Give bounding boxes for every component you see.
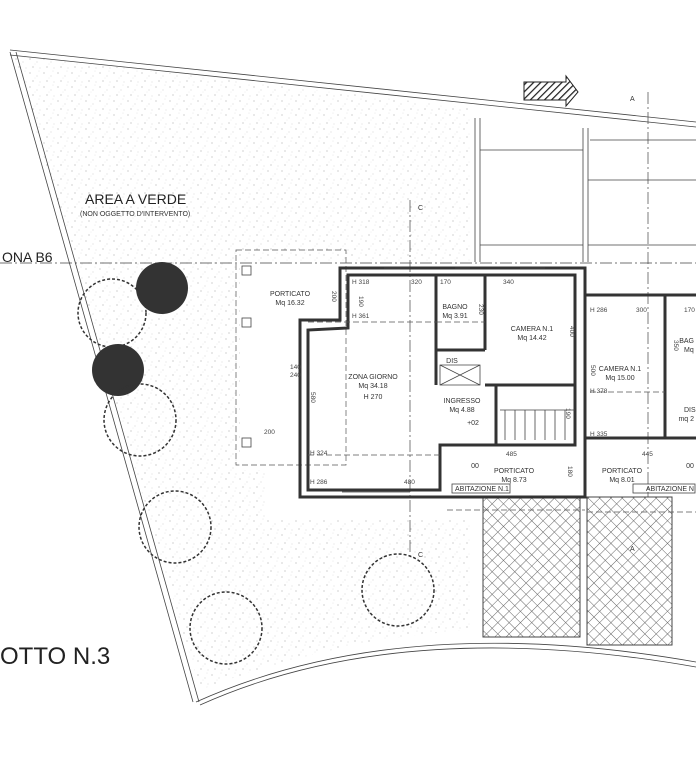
dimension-label: 190 — [357, 296, 364, 307]
room-area: Mq 8.73 — [501, 477, 526, 484]
stairs — [439, 364, 575, 440]
dimension-label: 580 — [309, 392, 316, 403]
dimension-label: 200 — [330, 291, 337, 302]
room-area: Mq 4.88 — [449, 407, 474, 414]
dimension-label: 320 — [411, 279, 422, 286]
pillar — [241, 317, 252, 328]
dimension-label: H 324 — [310, 450, 328, 457]
room-height: H 270 — [364, 394, 383, 401]
interior-walls — [434, 275, 696, 445]
room-name: CAMERA N.1 — [511, 326, 554, 333]
dimension-label: 340 — [503, 279, 514, 286]
section-c-top: C — [418, 205, 423, 212]
green-area — [14, 55, 470, 690]
area-title: AREA A VERDE — [85, 191, 186, 207]
dimensions: H 318 320 170 340 H 361 190 230 400 200 … — [264, 279, 695, 486]
room-area: Mq — [684, 347, 694, 354]
windows — [342, 267, 640, 493]
room-name: CAMERA N.1 — [599, 366, 642, 373]
unit-tag-frame — [451, 483, 511, 494]
dimension-label: 200 — [264, 429, 275, 436]
area-subtitle: (NON OGGETTO D'INTERVENTO) — [80, 211, 190, 218]
dimension-label: 140 — [290, 364, 301, 371]
pillar — [241, 437, 252, 448]
dimension-label: 350 — [672, 340, 679, 351]
paving-2 — [586, 496, 673, 646]
unit-label: ABITAZIONE N.1 — [455, 486, 509, 493]
section-c-bottom: C — [418, 552, 423, 559]
dimension-label: 300 — [636, 307, 647, 314]
trees — [77, 262, 435, 665]
dimension-label: 230 — [477, 304, 484, 315]
dimension-label: 180 — [566, 466, 573, 477]
room-name: PORTICATO — [602, 468, 643, 475]
section-a-top: A — [630, 96, 635, 103]
level-mark: 00 — [471, 463, 479, 470]
section-a-bottom: A — [630, 546, 635, 553]
dimension-label: H 318 — [352, 279, 370, 286]
room-area: Mq 16.32 — [275, 300, 304, 307]
room-area: Mq 8.01 — [609, 477, 634, 484]
room-area: Mq 15.00 — [605, 375, 634, 382]
room-name: DIS — [446, 358, 458, 365]
dimension-label: H 361 — [352, 313, 370, 320]
pillar — [241, 265, 252, 276]
dimension-label: H 378 — [590, 388, 608, 395]
dimension-label: H 286 — [590, 307, 608, 314]
porticato-west-outline — [235, 249, 347, 466]
dimension-label: 485 — [506, 451, 517, 458]
level-mark: 00 — [686, 463, 694, 470]
zone-label: ONA B6 — [2, 249, 53, 265]
dimension-label: 170 — [684, 307, 695, 314]
dimension-label: 445 — [642, 451, 653, 458]
dimension-label: 190 — [564, 408, 571, 419]
room-name: INGRESSO — [444, 398, 482, 405]
room-name: BAG — [679, 338, 694, 345]
room-name: PORTICATO — [270, 291, 311, 298]
dimension-label: 480 — [404, 479, 415, 486]
dimension-label: 170 — [440, 279, 451, 286]
dimension-label: H 335 — [590, 431, 608, 438]
parking-north — [474, 118, 696, 262]
paving-1 — [482, 496, 581, 638]
direction-arrow-icon — [523, 74, 579, 108]
building-walls — [298, 266, 587, 499]
room-name: BAGNO — [442, 304, 468, 311]
unit-label: ABITAZIONE N — [646, 486, 694, 493]
room-area: Mq 34.18 — [358, 383, 387, 390]
room-area: Mq 3.91 — [442, 313, 467, 320]
dimension-label: 400 — [568, 326, 575, 337]
room-name: DIS — [684, 407, 696, 414]
level-mark: +02 — [467, 420, 479, 427]
lot-label: OTTO N.3 — [0, 643, 110, 670]
lot-boundary-south — [195, 642, 696, 706]
room-area: Mq 14.42 — [517, 335, 546, 342]
lot-boundary-north — [9, 49, 696, 128]
unit-tag-frame — [632, 483, 696, 494]
room-name: PORTICATO — [494, 468, 535, 475]
hidden-lines — [308, 321, 696, 513]
dimension-label: 500 — [589, 365, 596, 376]
room-name: ZONA GIORNO — [348, 374, 398, 381]
room-area: mq 2 — [678, 416, 694, 423]
dimension-label: 240 — [290, 372, 301, 379]
dimension-label: H 286 — [310, 479, 328, 486]
